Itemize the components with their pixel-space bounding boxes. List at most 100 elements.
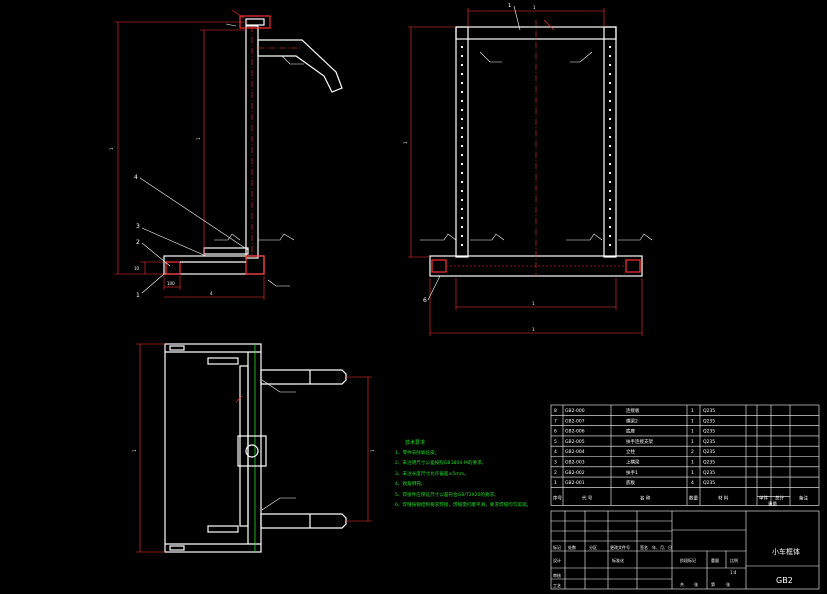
bom-cell-code: GB2-005 [565,439,585,445]
tb-label-count: 处数 [568,544,576,550]
bom-cell-qty: 1 [691,429,694,435]
column-hole [461,145,463,147]
column-hole [609,217,611,219]
balloon-3: 3 [136,223,140,230]
tb-label-sheet-of: 张 [726,581,730,587]
weld-symbol [281,55,304,65]
tb-label-weight: 重量 [711,557,719,563]
bom-cell-material: Q235 [703,470,715,476]
bom-cell-code: GB2-006 [565,429,585,435]
column-hole [461,127,463,129]
column-hole [609,73,611,75]
column-hole [461,154,463,156]
plan-column [239,365,249,527]
weld-symbol [261,379,296,393]
bom-cell-no: 7 [554,418,557,424]
column-hole [609,163,611,165]
bom-header-unit-weight: 单件 [759,494,768,501]
front-right-column [603,26,617,258]
column-hole [461,163,463,165]
plan-bracket-top [207,357,239,365]
tb-label-sheets-total: 共 [680,581,684,587]
bom-header-total-weight: 总计 [775,494,784,501]
leader-6 [427,275,441,301]
column-hole [609,199,611,201]
weld-symbol [618,233,653,241]
bom-cell-material: Q235 [703,429,715,435]
side-base [163,255,265,275]
column-hole [461,199,463,201]
technical-notes: 技术要求 1、零件去除氧化皮。 2、未注明尺寸公差按照GB1804-M的要求。 … [395,438,531,512]
weld-symbol [267,279,290,287]
column-hole [609,64,611,66]
bom-header-no: 序号 [553,494,562,501]
weld-symbol [566,233,603,241]
bom-cell-name: 横梁2 [626,417,638,424]
bom-cell-no: 5 [554,439,557,445]
leader-4 [139,177,249,251]
bom-cell-no: 4 [554,449,557,455]
column-hole [461,100,463,102]
column-hole [461,55,463,57]
tb-label-mark: 标记 [553,544,561,550]
column-hole [609,181,611,183]
bom-frame [550,404,820,506]
column-hole [461,208,463,210]
column-hole [461,64,463,66]
tb-label-review: 审核 [553,572,561,578]
weld-symbol [261,497,296,511]
bom-header-material: 材 料 [718,494,729,501]
leader-2 [141,242,171,267]
bom-header-remark: 备注 [799,494,808,501]
dim-left-inner-text: 1 [196,137,201,140]
bom-cell-no: 3 [554,460,557,466]
bom-cell-code: GB2-002 [565,470,585,476]
dim-front-height-text: 1 [403,141,408,144]
side-view [163,15,343,275]
weld-symbol [258,233,295,241]
column-hole [609,136,611,138]
note-item: 6、焊缝按钢结构要求焊接，焊缝需打磨平滑，要求焊缝均匀美观。 [395,503,532,508]
column-hole [609,100,611,102]
side-base-plate [203,247,249,255]
bom-cell-name: 上横梁 [626,459,640,466]
side-top-block [245,18,265,26]
drawing-title: 小车框体 [772,547,800,556]
column-hole [609,127,611,129]
column-hole [609,190,611,192]
bom-header-name: 名 称 [640,494,651,501]
bom-header-weight: 重量 [768,500,777,507]
title-block: 标记 处数 分区 更改文件号 签名 年、月、日 设计 标准化 阶段标记 重量 比… [550,510,820,590]
column-hole [461,46,463,48]
weld-symbol [235,395,243,403]
front-view [429,20,643,277]
column-hole [609,145,611,147]
bom-cell-qty: 1 [691,439,694,445]
column-hole [609,154,611,156]
weld-symbol [420,233,457,241]
bom-header-code: 代 号 [582,494,593,501]
column-hole [461,172,463,174]
bom-cell-material: Q235 [703,460,715,466]
bom-cell-no: 2 [554,470,557,476]
weld-symbol [231,9,245,19]
bom-cell-qty: 1 [691,470,694,476]
balloon-4: 4 [134,174,138,181]
tb-label-date: 年、月、日 [652,544,672,550]
side-weld-symbols [214,9,304,287]
balloon-top: 1 [508,3,511,9]
bom-cell-qty: 2 [691,449,694,455]
tb-label-stage: 阶段标记 [680,557,696,563]
bom-cell-no: 1 [554,480,557,486]
dim-front-top-text: 1 [533,5,536,10]
dim-plan-depth-text: 1 [132,449,137,452]
note-item: 2、未注明尺寸公差按照GB1804-M的要求。 [395,461,487,466]
bom-cell-qty: 1 [691,408,694,414]
plan-view [164,343,347,553]
bom-cell-name: 底板 [626,479,635,486]
tb-label-zone: 分区 [589,544,597,550]
side-dimensions: 1 1 100 4 10 [109,21,265,300]
side-base-left-block [165,261,181,275]
balloon-1: 1 [136,292,140,299]
dim-plan-width-text: 1 [370,449,375,452]
